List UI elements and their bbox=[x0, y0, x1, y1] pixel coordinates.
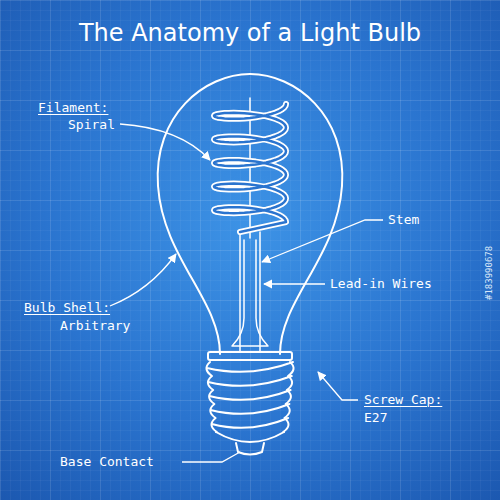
cap-insulator bbox=[216, 432, 284, 442]
leader-line bbox=[318, 372, 358, 400]
part-label: E27 bbox=[364, 410, 387, 426]
stock-id: #183990678 bbox=[484, 246, 494, 300]
leader-line bbox=[110, 254, 176, 306]
part-label: Spiral bbox=[68, 117, 115, 133]
part-label: Bulb Shell: bbox=[24, 300, 110, 316]
filament-core bbox=[214, 104, 286, 232]
thread-lines bbox=[206, 362, 293, 432]
lead-in-wire bbox=[239, 232, 241, 352]
screw-thread bbox=[206, 362, 293, 432]
glass-stem bbox=[232, 240, 268, 346]
filament-tube bbox=[214, 104, 286, 232]
leader-line bbox=[120, 124, 210, 160]
part-label: Filament: bbox=[38, 100, 108, 116]
part-label: Stem bbox=[388, 212, 419, 228]
part-label: Arbitrary bbox=[60, 318, 130, 334]
bulb-shell bbox=[158, 74, 343, 354]
leader-line bbox=[264, 283, 325, 284]
cap-collar bbox=[208, 352, 292, 360]
base-contact bbox=[236, 443, 264, 455]
lead-in-wire bbox=[259, 232, 261, 352]
filament-spiral bbox=[214, 104, 286, 232]
leader-line bbox=[182, 452, 240, 462]
title: The Anatomy of a Light Bulb bbox=[0, 18, 500, 48]
part-label: Screw Cap: bbox=[364, 392, 442, 408]
part-label: Lead-in Wires bbox=[330, 276, 432, 292]
part-label: Base Contact bbox=[60, 454, 154, 470]
leader-line bbox=[262, 220, 383, 262]
